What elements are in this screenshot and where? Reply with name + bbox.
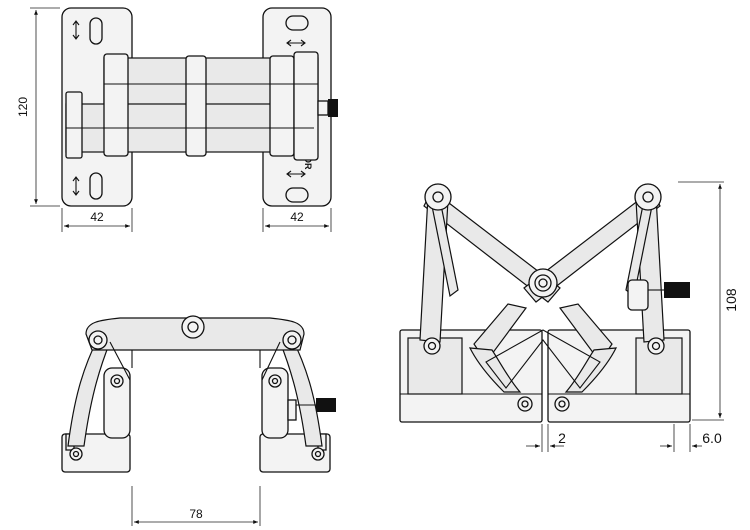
bottom-left-slot — [89, 172, 103, 200]
right-knuckle-inner — [269, 55, 295, 157]
vertical-arrow-icon — [72, 20, 80, 40]
left-pivot — [88, 330, 108, 350]
top-right-slot — [285, 15, 309, 31]
top-right-pivot — [634, 183, 662, 211]
vertical-arrow-icon — [72, 176, 80, 196]
adjust-screw-head — [328, 99, 338, 117]
span-78-label: 78 — [189, 507, 203, 521]
adjust-screw-head — [316, 398, 336, 412]
right-plate-pivot — [268, 374, 282, 388]
left-plate-pivot — [110, 374, 124, 388]
right-knuckle — [293, 51, 319, 161]
top-left-slot — [89, 17, 103, 45]
center-pivot — [181, 315, 205, 339]
closed-hinge-view — [61, 315, 336, 473]
offset-6-label: 6.0 — [702, 430, 722, 446]
right-slot-pivot — [554, 396, 570, 412]
left-base-pivot — [69, 447, 83, 461]
height-120-label: 120 — [16, 97, 30, 117]
right-pivot — [282, 330, 302, 350]
adjust-screw-collar — [317, 100, 329, 116]
left-plate-pivot — [423, 337, 441, 355]
right-plate-pivot — [647, 337, 665, 355]
left-edge-block — [65, 91, 83, 159]
center-knuckle — [185, 55, 207, 157]
bottom-right-slot — [285, 187, 309, 203]
adjust-screw-head — [664, 282, 690, 298]
adjust-screw-collar — [627, 279, 649, 311]
horizontal-arrow-icon — [286, 39, 306, 47]
left-inner-plate — [103, 367, 131, 439]
gap-2-label: 2 — [558, 430, 566, 446]
left-knuckle — [103, 53, 129, 157]
adjust-screw-collar — [287, 399, 297, 421]
top-dimensions: 120 42 42 — [16, 7, 332, 232]
top-left-pivot — [424, 183, 452, 211]
left-slot-pivot — [517, 396, 533, 412]
right-base-pivot — [311, 447, 325, 461]
right-lower-link — [564, 347, 618, 393]
top-view: DOOR — [61, 7, 338, 207]
left-lower-link — [468, 347, 522, 393]
height-108-label: 108 — [723, 288, 739, 312]
horizontal-arrow-icon — [286, 170, 306, 178]
bottom-dimension: 78 — [131, 486, 261, 526]
open-hinge-view — [399, 183, 691, 423]
center-pivot — [528, 268, 558, 298]
right-width-42-label: 42 — [290, 210, 304, 224]
right-dimensions: 108 2 6.0 — [526, 181, 739, 452]
left-width-42-label: 42 — [90, 210, 104, 224]
